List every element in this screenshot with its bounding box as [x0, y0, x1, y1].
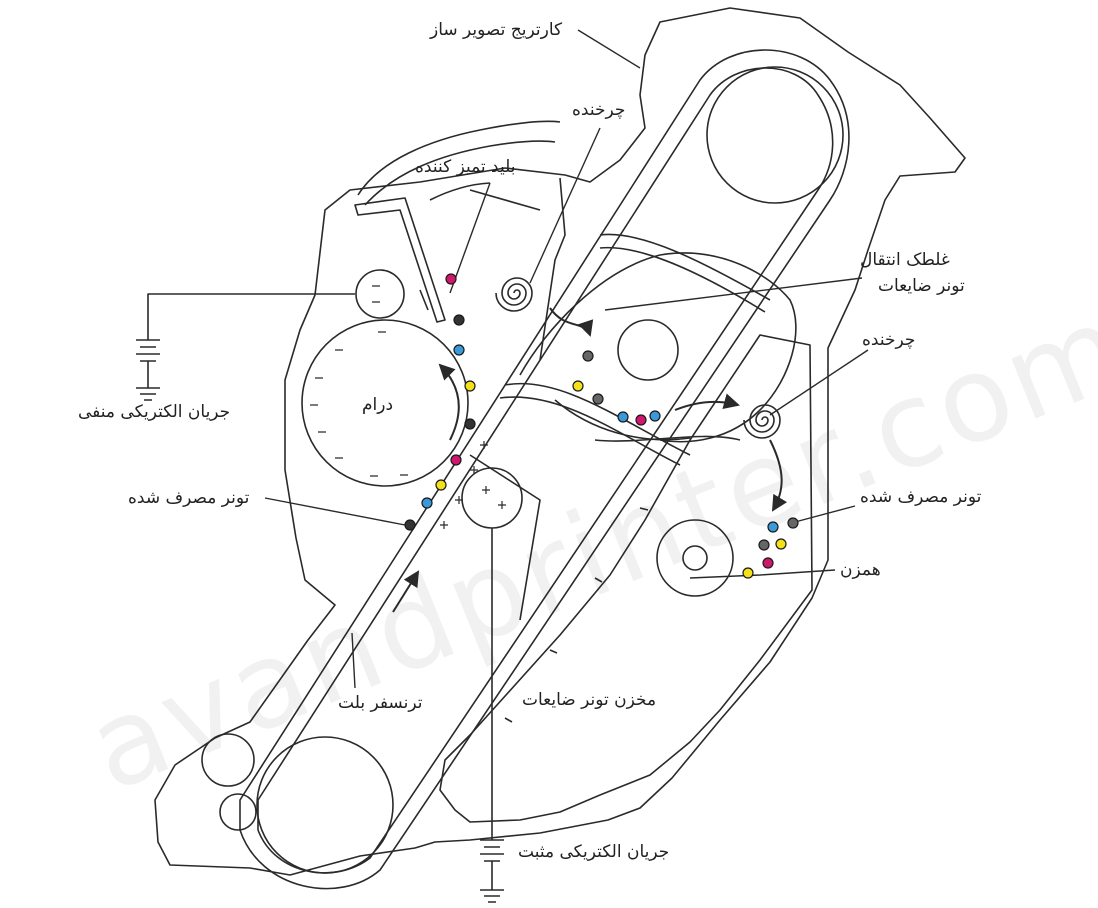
toner-flow-arrow-1: [549, 307, 594, 337]
toner-particle-yellow: [435, 479, 447, 491]
toner-particle-magenta: [445, 273, 457, 285]
drum: [301, 319, 469, 487]
toner-particle-yellow: [572, 380, 584, 392]
toner-particle-magenta: [450, 454, 462, 466]
waste-tank: [439, 334, 813, 823]
cartridge-housing: [154, 7, 966, 876]
toner-flow-arrow-2: [674, 393, 740, 411]
transfer-belt-inner: [257, 67, 834, 874]
toner-particle-gray: [592, 393, 604, 405]
toner-particle-black: [404, 519, 416, 531]
toner-particle-cyan: [453, 344, 465, 356]
toner-particle-gray: [787, 517, 799, 529]
waste-roller-label-1: غلطک انتقال: [860, 250, 950, 270]
toner-particle-cyan: [617, 411, 629, 423]
toner-particle-yellow: [775, 538, 787, 550]
transfer-belt-label: ترنسفر بلت: [338, 693, 423, 713]
used-toner-right-label: تونر مصرف شده: [860, 487, 982, 507]
toner-particle-cyan: [767, 521, 779, 533]
bottom-belt-roller: [256, 736, 394, 874]
cleaning-blade-label: بلید تمیز کننده: [415, 157, 516, 177]
toner-particle-magenta: [635, 414, 647, 426]
charging-roller: [355, 269, 405, 319]
toner-flow-arrow-3: [769, 439, 788, 512]
stirrer-outer: [656, 519, 734, 597]
toner-particle-yellow: [742, 567, 754, 579]
top-arch: [357, 120, 561, 196]
negative-current-label: جریان الکتریکی منفی: [78, 402, 231, 422]
drum-label: درام: [362, 395, 394, 415]
toner-particle-yellow: [464, 380, 476, 392]
drum-rotation-arrow: [438, 363, 460, 441]
waste-chamber: [519, 252, 797, 443]
stirrer-label: همزن: [840, 560, 881, 580]
belt-direction-arrow: [392, 570, 420, 613]
stirrer-inner: [682, 545, 708, 571]
spinner-top-label: چرخنده: [572, 100, 626, 120]
waste-roller-label-2: تونر ضایعات: [878, 276, 965, 296]
used-toner-left-label: تونر مصرف شده: [128, 488, 250, 508]
cartridge-label: کارتریج تصویر ساز: [430, 20, 563, 40]
top-belt-roller: [706, 66, 844, 204]
waste-tank-label: مخزن تونر ضایعات: [522, 690, 657, 710]
spinner-top-spiral: [495, 277, 533, 312]
cleaning-blade: [354, 197, 446, 323]
spinner-right-label: چرخنده: [862, 330, 916, 350]
positive-current-label: جریان الکتریکی مثبت: [518, 842, 670, 862]
tension-roller-2: [219, 793, 257, 831]
toner-particle-magenta: [762, 557, 774, 569]
toner-particle-cyan: [421, 497, 433, 509]
toner-particle-black: [453, 314, 465, 326]
spinner-right-spiral: [743, 404, 781, 439]
toner-particle-gray: [758, 539, 770, 551]
transfer-belt-outer: [239, 49, 850, 890]
toner-particle-gray: [582, 350, 594, 362]
toner-particle-cyan: [649, 410, 661, 422]
tension-roller-1: [201, 733, 255, 787]
waste-transfer-roller: [617, 319, 679, 381]
transfer-roller: [461, 467, 523, 529]
toner-particle-black: [464, 418, 476, 430]
